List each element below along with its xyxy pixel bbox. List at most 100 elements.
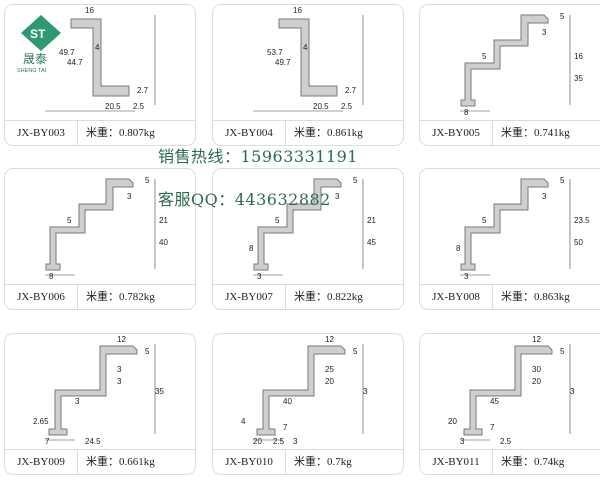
dimension-label: 45 (490, 397, 499, 406)
dimension-label: 30 (532, 365, 541, 374)
weight-value: 0.74kg (534, 456, 565, 468)
dimension-label: 2.7 (137, 86, 149, 95)
weight-value: 0.822kg (327, 291, 363, 303)
dimension-label: 25 (325, 365, 334, 374)
brand-logo: ST 晟泰 SHENG TAI (15, 13, 67, 73)
dimension-label: 50 (574, 238, 583, 247)
product-code: JX-BY011 (420, 450, 493, 474)
product-code: JX-BY005 (420, 121, 493, 145)
weight-value: 0.807kg (119, 127, 155, 139)
profile-shape (460, 14, 549, 107)
dimension-label: 7 (45, 437, 50, 446)
product-weight: 米重：0.807kg (78, 121, 195, 145)
dimension-label: 20 (325, 377, 334, 386)
dimension-label: 8 (249, 244, 254, 253)
dimension-label: 5 (560, 347, 565, 356)
dimension-label: 16 (85, 6, 94, 15)
logo-mark: ST (30, 27, 46, 41)
dimension-label: 2.5 (500, 437, 512, 446)
dimension-label: 3 (460, 437, 465, 446)
dimension-label: 24.5 (85, 437, 101, 446)
product-weight: 米重：0.661kg (78, 450, 195, 474)
profile-shape (45, 178, 134, 271)
card-footer: JX-BY004 米重：0.861kg (213, 120, 403, 145)
weight-value: 0.861kg (327, 127, 363, 139)
profile-shape (460, 178, 549, 271)
dimension-label: 45 (367, 238, 376, 247)
dimension-label: 20 (448, 417, 457, 426)
card-footer: JX-BY009 米重：0.661kg (5, 449, 195, 474)
weight-value: 0.661kg (119, 456, 155, 468)
dimension-label: 4 (303, 43, 308, 52)
dimension-label: 44.7 (67, 58, 83, 67)
dimension-label: 3 (117, 365, 122, 374)
dimension-label: 2.65 (33, 417, 49, 426)
dimension-label: 5 (145, 347, 150, 356)
dimension-label: 7 (490, 423, 495, 432)
card-footer: JX-BY003 米重：0.807kg (5, 120, 195, 145)
dimension-label: 20.5 (313, 102, 329, 111)
dimension-label: 3 (363, 387, 368, 396)
card-footer: JX-BY005 米重：0.741kg (420, 120, 600, 145)
dimension-label: 5 (560, 12, 565, 21)
dimension-label: 53.7 (267, 48, 283, 57)
dimension-label: 2.7 (345, 86, 357, 95)
dimension-label: 21 (159, 216, 168, 225)
dimension-label: 5 (482, 52, 487, 61)
dimension-label: 16 (574, 52, 583, 61)
weight-label: 米重： (86, 291, 119, 303)
sales-hotline: 销售热线：15963331191 (158, 147, 358, 166)
dimension-label: 2.5 (273, 437, 285, 446)
product-weight: 米重：0.782kg (78, 285, 195, 309)
product-code: JX-BY010 (213, 450, 286, 474)
dimension-label: 3 (117, 377, 122, 386)
profile-shape (253, 178, 342, 271)
weight-label: 米重： (86, 456, 119, 468)
dimension-label: 8 (456, 244, 461, 253)
weight-label: 米重： (86, 127, 119, 139)
dimension-label: 20 (253, 437, 262, 446)
product-code: JX-BY007 (213, 285, 286, 309)
weight-value: 0.782kg (119, 291, 155, 303)
dimension-label: 3 (257, 272, 262, 281)
dimension-label: 12 (117, 335, 126, 344)
card-footer: JX-BY006 米重：0.782kg (5, 284, 195, 309)
product-weight: 米重：0.741kg (493, 121, 600, 145)
dimension-label: 4 (95, 43, 100, 52)
dimension-label: 35 (155, 387, 164, 396)
dimension-label: 5 (353, 347, 358, 356)
card-footer: JX-BY008 米重：0.863kg (420, 284, 600, 309)
dimension-label: 2.5 (133, 102, 145, 111)
logo-en: SHENG TAI (17, 68, 47, 73)
dimension-label: 12 (325, 335, 334, 344)
product-code: JX-BY006 (5, 285, 78, 309)
dimension-label: 12 (532, 335, 541, 344)
dimension-label: 8 (464, 108, 469, 117)
dimension-label: 5 (482, 216, 487, 225)
dimension-label: 20 (532, 377, 541, 386)
dimension-label: 3 (127, 192, 132, 201)
card-footer: JX-BY010 米重：0.7kg (213, 449, 403, 474)
profile-shape (278, 18, 338, 97)
dimension-label: 16 (293, 6, 302, 15)
dimension-label: 35 (574, 74, 583, 83)
product-code: JX-BY003 (5, 121, 78, 145)
customer-service-qq: 客服QQ：443632882 (158, 190, 331, 209)
profile-shape (256, 345, 346, 436)
